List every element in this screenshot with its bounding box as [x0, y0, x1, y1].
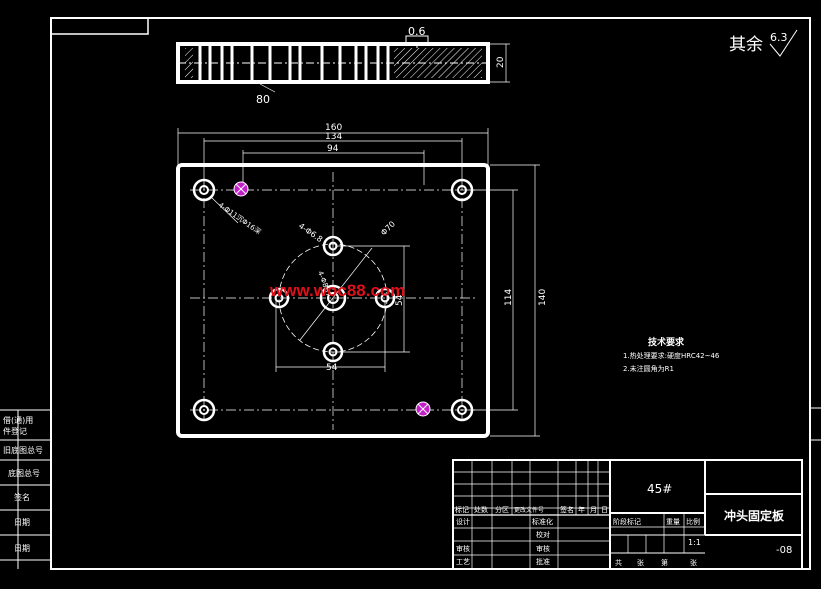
drawing-frame [50, 17, 811, 570]
strip-label: 件登记 [3, 426, 27, 436]
strip-label: 日期 [14, 544, 30, 553]
dim-hole-note: 4-Φ11沉Φ16深 [217, 200, 263, 236]
dim-small1: 4-Φ6.8 [297, 221, 324, 244]
strip-label: 旧底图总号 [3, 445, 43, 455]
stage-header: 重量 [666, 518, 680, 526]
rev-header: 签名 [560, 505, 574, 514]
strip-label: 底图总号 [8, 468, 40, 478]
drawing-no: -08 [776, 545, 792, 556]
rev-header: 月 [590, 506, 597, 514]
roughness-symbol [769, 29, 798, 57]
mid-label: 批准 [536, 557, 550, 566]
material: 45# [647, 482, 672, 496]
dim-54v: 54 [395, 294, 405, 306]
rev-header: 分区 [495, 505, 509, 514]
scale: 1:1 [688, 538, 701, 547]
row-label: 工艺 [456, 558, 470, 566]
side-view: 0.6 20 80 [176, 25, 510, 106]
watermark: www.woc88.com [269, 281, 405, 300]
sheet-label: 张 [637, 558, 644, 567]
tech-line1: 1.热处理要求:硬度HRC42~46 [623, 351, 720, 360]
mid-label: 校对 [536, 530, 550, 539]
bolt-circle [278, 243, 388, 353]
dim-134: 134 [325, 132, 342, 142]
dim-94: 94 [327, 144, 339, 154]
flatness-value: 0.6 [408, 25, 426, 38]
roughness-prefix: 其余 [729, 35, 763, 55]
rev-header: 年 [578, 505, 585, 514]
row-label: 设计 [456, 517, 470, 526]
strip-label: 签名 [14, 492, 30, 502]
strip-label: 借(通)用 [3, 415, 33, 425]
sheet-label: 共 [615, 558, 622, 567]
stage-header: 阶段标记 [613, 517, 641, 526]
part-name: 冲头固定板 [724, 508, 785, 523]
side-bottom-label: 80 [256, 93, 270, 106]
stage-header: 比例 [686, 517, 700, 526]
row-label: 审核 [456, 544, 470, 553]
rev-header: 处数 [474, 505, 488, 514]
dim-160: 160 [325, 123, 342, 133]
thickness-dim: 20 [496, 56, 506, 68]
tech-title: 技术要求 [648, 336, 685, 348]
dim-circle: Φ70 [379, 219, 397, 237]
mid-label: 审核 [536, 544, 550, 553]
left-strip [0, 409, 51, 569]
plan-view: 160 134 94 140 114 54 54 [176, 123, 548, 438]
dim-54h: 54 [326, 363, 338, 373]
dim-140: 140 [538, 289, 548, 306]
dim-114: 114 [504, 289, 514, 306]
mid-label: 标准化 [532, 517, 553, 526]
title-block [452, 459, 803, 570]
rev-header: 标记 [455, 505, 469, 514]
roughness-value: 6.3 [770, 31, 788, 44]
sheet-label: 张 [690, 558, 697, 567]
top-left-box [50, 17, 149, 35]
rev-header: 日 [601, 506, 608, 514]
plate-outline [176, 163, 490, 438]
strip-label: 日期 [14, 518, 30, 527]
rev-header: 更改文件号 [514, 506, 544, 514]
sheet-label: 第 [661, 558, 668, 567]
tech-line2: 2.未注圆角为R1 [623, 364, 674, 373]
